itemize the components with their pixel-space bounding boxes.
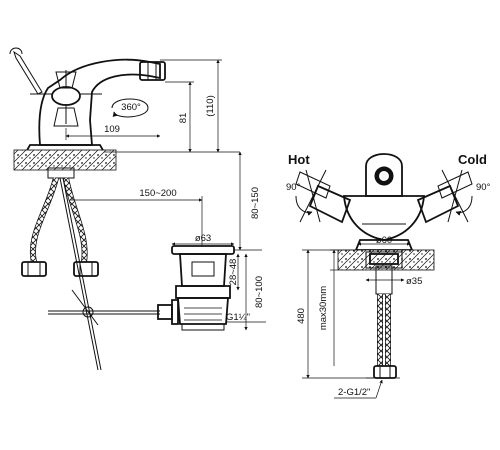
- hose-nut-right: [73, 261, 99, 277]
- lever-tip: [9, 47, 23, 55]
- dim-g12-label: 2-G1/2": [338, 387, 370, 398]
- lever-handle: [13, 50, 43, 95]
- dim-480-label: 480: [296, 308, 307, 324]
- front-view: Hot Cold 90° 90° ø60: [286, 152, 491, 399]
- front-deck: [337, 249, 435, 271]
- drain-body: [177, 297, 229, 325]
- dim-80-100-label: 80~100: [254, 276, 265, 308]
- cold-label: Cold: [458, 152, 487, 167]
- drain-assembly: [171, 245, 235, 331]
- spout-nozzle: [139, 61, 166, 81]
- dim-110-label: (110): [205, 95, 216, 116]
- dim-150-200-label: 150~200: [139, 188, 176, 199]
- dim-g114-label: G1¼": [226, 312, 250, 323]
- hot-rotation-label: 90°: [286, 182, 301, 193]
- dim-80-150-label: 80~150: [250, 187, 261, 219]
- spout-front: [365, 153, 403, 197]
- deck-section: [13, 149, 117, 171]
- rotation-label: 360°: [121, 102, 141, 113]
- hot-handle-arm: [308, 184, 352, 224]
- dim-28-48-label: 28~48: [228, 259, 239, 286]
- hose-nut-left: [21, 261, 47, 277]
- popup-rod: [59, 177, 99, 371]
- dim-o35-label: ø35: [406, 276, 422, 287]
- front-hose-nut: [373, 365, 397, 379]
- front-body: [343, 195, 425, 241]
- side-view: 360° 109 81 (110) 150~200 80~150 ø63 28~…: [9, 47, 266, 371]
- cold-rotation-label: 90°: [476, 182, 491, 193]
- dim-109-label: 109: [104, 124, 120, 135]
- cross-handle: [51, 86, 81, 106]
- hot-label: Hot: [288, 152, 310, 167]
- rotation-arrow: [111, 98, 149, 118]
- dim-o60-label: ø60: [376, 235, 392, 246]
- dim-max30-label: max30mm: [318, 286, 329, 330]
- drain-flange: [171, 245, 235, 255]
- dim-o63-label: ø63: [195, 233, 211, 244]
- faucet-body: [38, 58, 161, 146]
- dim-81-label: 81: [178, 113, 189, 124]
- cold-handle-arm: [416, 184, 460, 224]
